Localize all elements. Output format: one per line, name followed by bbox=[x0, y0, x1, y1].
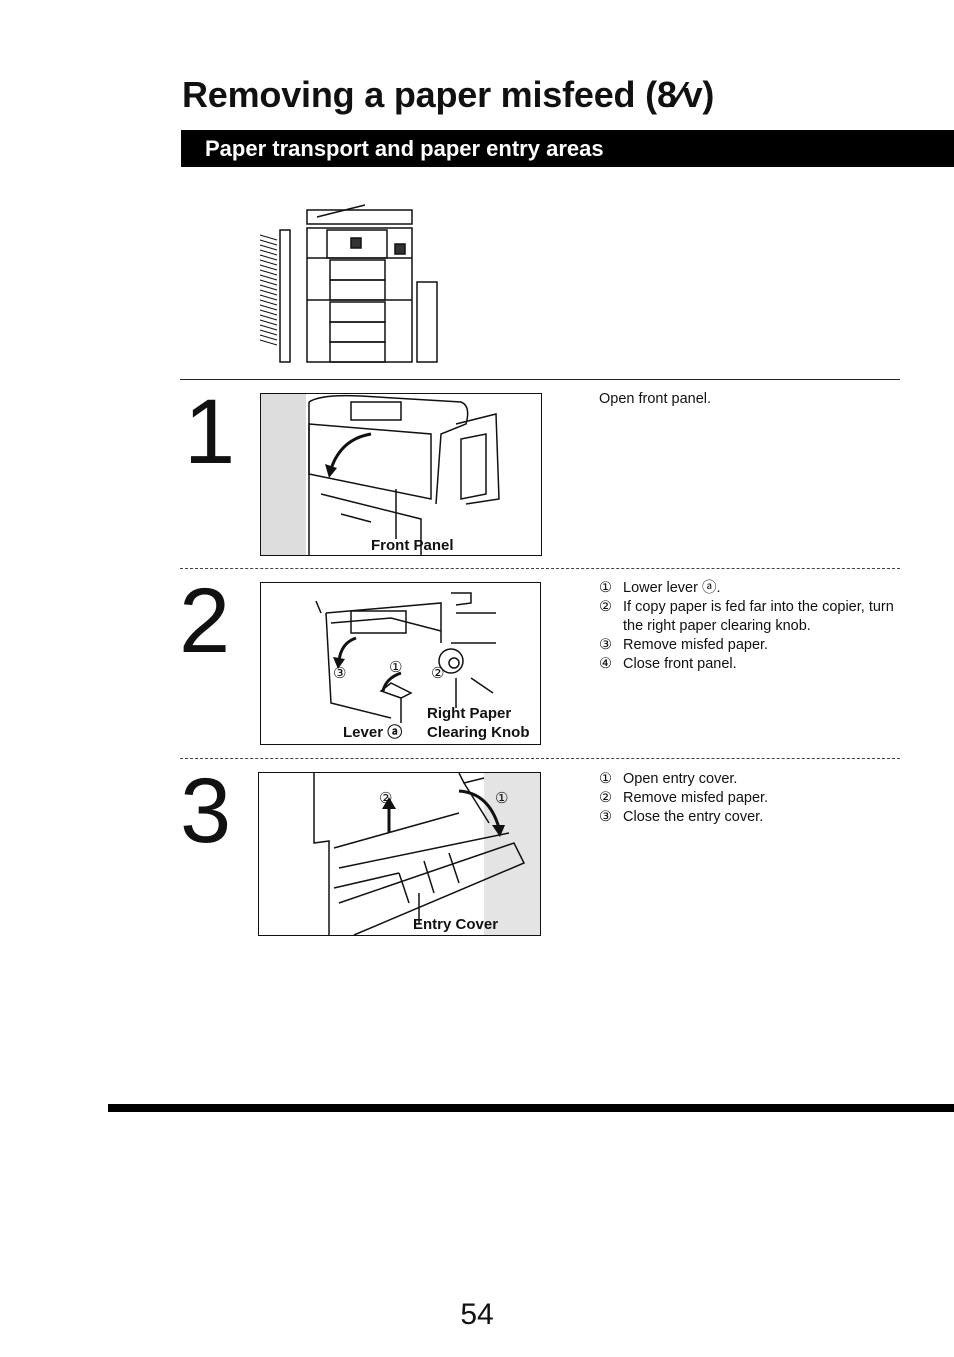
right-paper-label: Right Paper bbox=[427, 705, 512, 722]
step-marker: ④ bbox=[599, 656, 612, 672]
step-marker: ① bbox=[599, 580, 612, 596]
step-number: 2 bbox=[179, 570, 231, 672]
step-marker: ② bbox=[599, 790, 612, 806]
copier-overview-diagram bbox=[259, 204, 438, 363]
open-arrow-icon bbox=[329, 432, 372, 470]
knob-rotate-arrow-icon bbox=[381, 671, 402, 692]
step-marker: ② bbox=[599, 599, 612, 615]
figure-marker-1: ① bbox=[389, 659, 403, 676]
step-2-figure: ① ② ③ Right Paper Clearing Knob Lever ⓐ bbox=[260, 582, 541, 745]
step-3-figure: ② ① Entry Cover bbox=[258, 772, 541, 936]
footer-rule bbox=[108, 1104, 954, 1112]
entry-cover-label: Entry Cover bbox=[413, 916, 499, 933]
front-panel-label: Front Panel bbox=[371, 537, 454, 554]
step-marker: ① bbox=[599, 771, 612, 787]
section-title: Paper transport and paper entry areas bbox=[205, 136, 604, 161]
figure-marker-2: ② bbox=[431, 665, 445, 682]
step-1-figure: Front Panel bbox=[260, 393, 542, 556]
step-2-separator bbox=[180, 568, 900, 569]
page-title: Removing a paper misfeed (8⁄v) bbox=[182, 74, 715, 115]
step-number: 3 bbox=[180, 760, 232, 862]
figure-marker-2: ② bbox=[379, 790, 393, 807]
misfeed-symbol-icon: 8⁄v bbox=[656, 74, 703, 115]
page-number: 54 bbox=[460, 1298, 494, 1331]
figure-marker-1: ① bbox=[495, 790, 509, 807]
step-marker: ③ bbox=[599, 637, 612, 653]
section-header: Paper transport and paper entry areas bbox=[181, 130, 954, 167]
step-3-separator bbox=[180, 758, 900, 759]
step-number: 1 bbox=[184, 381, 236, 483]
lever-a-label: Lever ⓐ bbox=[343, 724, 403, 741]
cover-open-arrow-icon bbox=[458, 789, 501, 829]
figure-marker-3: ③ bbox=[333, 665, 347, 682]
lower-lever-arrow-icon bbox=[337, 636, 357, 662]
clearing-knob-label: Clearing Knob bbox=[427, 724, 530, 741]
step-1-instructions: Open front panel. bbox=[599, 390, 899, 409]
step-1-separator bbox=[180, 379, 900, 380]
instruction-item: Open front panel. bbox=[599, 391, 712, 407]
step-marker: ③ bbox=[599, 809, 612, 825]
